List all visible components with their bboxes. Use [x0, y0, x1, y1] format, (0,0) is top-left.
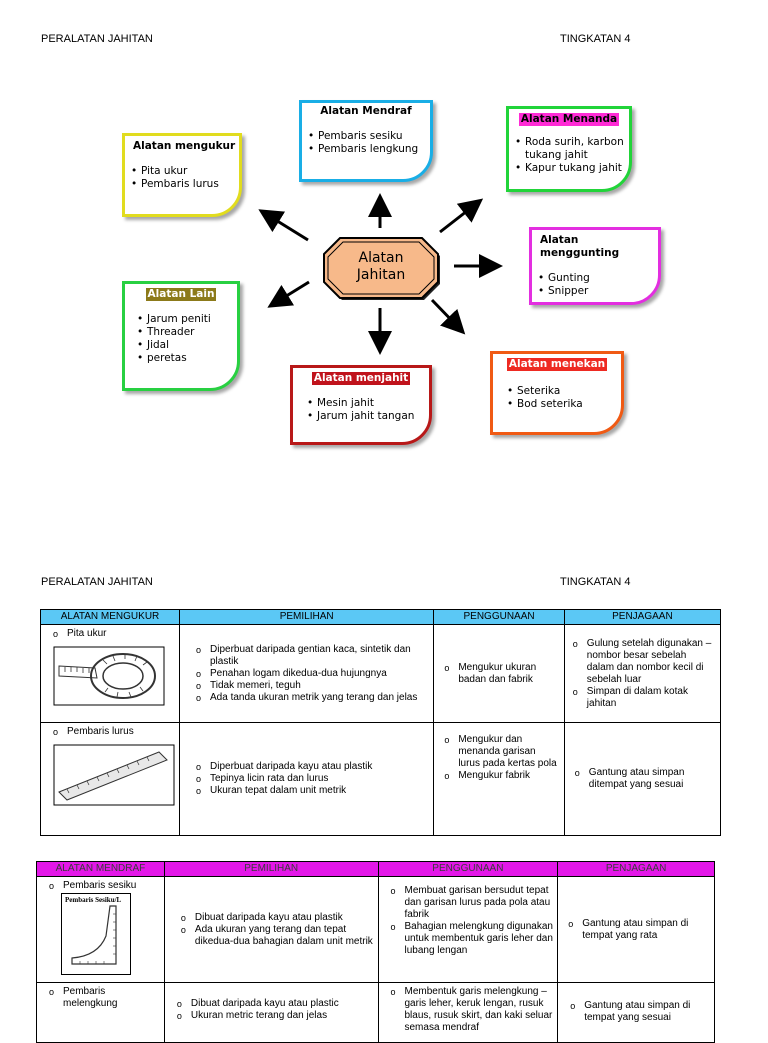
diagram-arrows	[258, 193, 503, 355]
list-item: Penahan logam dikedua-dua hujungnya	[196, 668, 429, 680]
page-header-right: TINGKATAN 4	[560, 33, 631, 45]
table-header-row: ALATAN MENDRAF PEMILIHAN PENGGUNAAN PENJ…	[36, 861, 715, 877]
straight-ruler-image	[53, 744, 175, 806]
table-row: Pita ukur Diperbuat daripada gentian kac…	[40, 624, 722, 723]
list-item: Gantung atau simpan ditempat yang sesuai	[575, 767, 716, 791]
column-header: ALATAN MENDRAF	[36, 861, 165, 877]
list-item: Dibuat daripada kayu atau plastic	[177, 998, 374, 1010]
list-item: Diperbuat daripada kayu atau plastik	[196, 761, 429, 773]
table-alatan-mengukur: ALATAN MENGUKUR PEMILIHAN PENGGUNAAN PEN…	[40, 609, 722, 836]
center-line1: Alatan	[358, 250, 404, 266]
card-title: Alatan mengukur	[133, 140, 236, 152]
table-row: Pembaris sesiku Pembaris Sesiku/L Dibuat…	[36, 876, 715, 983]
list-item: Pembaris sesiku	[308, 130, 430, 143]
arrow-downright	[430, 298, 466, 335]
tape-measure-image	[53, 646, 165, 706]
list-item: Gantung atau simpan di tempat yang sesua…	[570, 1000, 710, 1024]
arrow-upright	[439, 198, 484, 234]
card-alatan-menekan: Alatan menekan Seterika Bod seterika	[490, 351, 624, 435]
list-item: Jidal	[137, 339, 237, 352]
list-item: Ukuran tepat dalam unit metrik	[196, 785, 429, 797]
card-title: Alatan menekan	[506, 358, 608, 371]
list-item: Membuat garisan bersudut tepat dan garis…	[391, 885, 554, 921]
list-item: Mengukur ukuran badan dan fabrik	[444, 662, 559, 686]
page-header-right: TINGKATAN 4	[560, 576, 631, 588]
list-item: Tidak memeri, teguh	[196, 680, 429, 692]
column-header: PENGGUNAAN	[377, 861, 559, 877]
card-title: Alatan Mendraf	[320, 105, 412, 117]
table-header-row: ALATAN MENGUKUR PEMILIHAN PENGGUNAAN PEN…	[40, 609, 722, 625]
card-alatan-menggunting: Alatan menggunting Gunting Snipper	[529, 227, 661, 305]
list-item: Threader	[137, 326, 237, 339]
card-title: Alatan Menanda	[518, 113, 620, 126]
column-header: PEMILIHAN	[178, 609, 435, 625]
page-header-left: PERALATAN JAHITAN	[41, 576, 153, 588]
column-header: ALATAN MENGUKUR	[40, 609, 180, 625]
center-line2: Jahitan	[356, 267, 406, 283]
arrow-downleft	[267, 280, 310, 308]
card-title: Alatan menjahit	[311, 372, 411, 385]
column-header: PENJAGAAN	[563, 609, 722, 625]
card-alatan-mendraf: Alatan Mendraf Pembaris sesiku Pembaris …	[299, 100, 433, 182]
list-item: Seterika	[507, 385, 621, 398]
set-square-image: Pembaris Sesiku/L	[61, 893, 131, 975]
list-item: Kapur tukang jahit	[515, 162, 629, 175]
center-node: Alatan Jahitan	[322, 236, 440, 300]
card-title: Alatan Lain	[145, 288, 217, 301]
list-item: Jarum jahit tangan	[307, 410, 429, 423]
list-item: Ukuran metric terang dan jelas	[177, 1010, 374, 1022]
tool-name: Pembaris lurus	[53, 726, 175, 738]
list-item: Simpan di dalam kotak jahitan	[573, 686, 716, 710]
list-item: Mengukur dan menanda garisan lurus pada …	[444, 734, 559, 770]
list-item: Diperbuat daripada gentian kaca, sinteti…	[196, 644, 429, 668]
list-item: Ada tanda ukuran metrik yang terang dan …	[196, 692, 429, 704]
page-header-left: PERALATAN JAHITAN	[41, 33, 153, 45]
list-item: Pembaris lengkung	[308, 143, 430, 156]
card-alatan-menanda: Alatan Menanda Roda surih, karbon tukang…	[506, 106, 632, 192]
table-row: Pembaris melengkung Dibuat daripada kayu…	[36, 982, 715, 1043]
list-item: Roda surih, karbon tukang jahit	[515, 136, 629, 162]
list-item: Tepinya licin rata dan lurus	[196, 773, 429, 785]
list-item: Pembaris lurus	[131, 178, 239, 191]
column-header: PENGGUNAAN	[433, 609, 565, 625]
column-header: PEMILIHAN	[163, 861, 379, 877]
list-item: Mengukur fabrik	[444, 770, 559, 782]
tool-name: Pembaris melengkung	[49, 986, 160, 1010]
list-item: Bod seterika	[507, 398, 621, 411]
list-item: Gantung atau simpan di tempat yang rata	[568, 918, 710, 942]
card-alatan-lain: Alatan Lain Jarum peniti Threader Jidal …	[122, 281, 240, 391]
list-item: Dibuat daripada kayu atau plastik	[181, 912, 374, 924]
tool-name: Pita ukur	[53, 628, 175, 640]
image-caption: Pembaris Sesiku/L	[65, 896, 122, 904]
card-alatan-menjahit: Alatan menjahit Mesin jahit Jarum jahit …	[290, 365, 432, 445]
list-item: peretas	[137, 352, 237, 365]
tool-name: Pembaris sesiku	[49, 880, 160, 892]
card-title: Alatan menggunting	[540, 234, 620, 259]
list-item: Mesin jahit	[307, 397, 429, 410]
list-item: Jarum peniti	[137, 313, 237, 326]
arrow-upleft	[258, 209, 309, 242]
card-alatan-mengukur: Alatan mengukur Pita ukur Pembaris lurus	[122, 133, 242, 217]
list-item: Gulung setelah digunakan – nombor besar …	[573, 638, 716, 686]
list-item: Pita ukur	[131, 165, 239, 178]
list-item: Ada ukuran yang terang dan tepat dikedua…	[181, 924, 374, 948]
table-alatan-mendraf: ALATAN MENDRAF PEMILIHAN PENGGUNAAN PENJ…	[36, 861, 715, 1043]
column-header: PENJAGAAN	[557, 861, 715, 877]
table-row: Pembaris lurus Diperbuat daripada kayu a…	[40, 722, 722, 836]
list-item: Snipper	[538, 285, 658, 298]
list-item: Bahagian melengkung digunakan untuk memb…	[391, 921, 554, 957]
list-item: Membentuk garis melengkung – garis leher…	[391, 986, 554, 1034]
list-item: Gunting	[538, 272, 658, 285]
